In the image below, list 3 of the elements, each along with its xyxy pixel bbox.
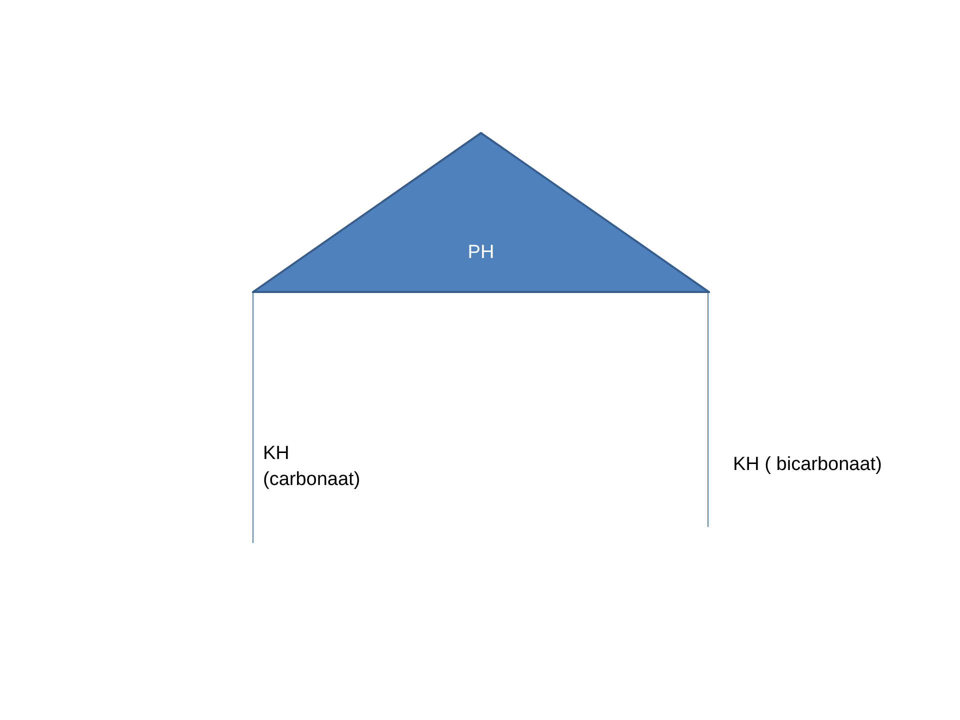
node-label: PH bbox=[468, 241, 494, 265]
pillar-label: KH (carbonaat) bbox=[263, 442, 362, 492]
pillar-label: KH ( bicarbonaat) bbox=[733, 453, 882, 477]
